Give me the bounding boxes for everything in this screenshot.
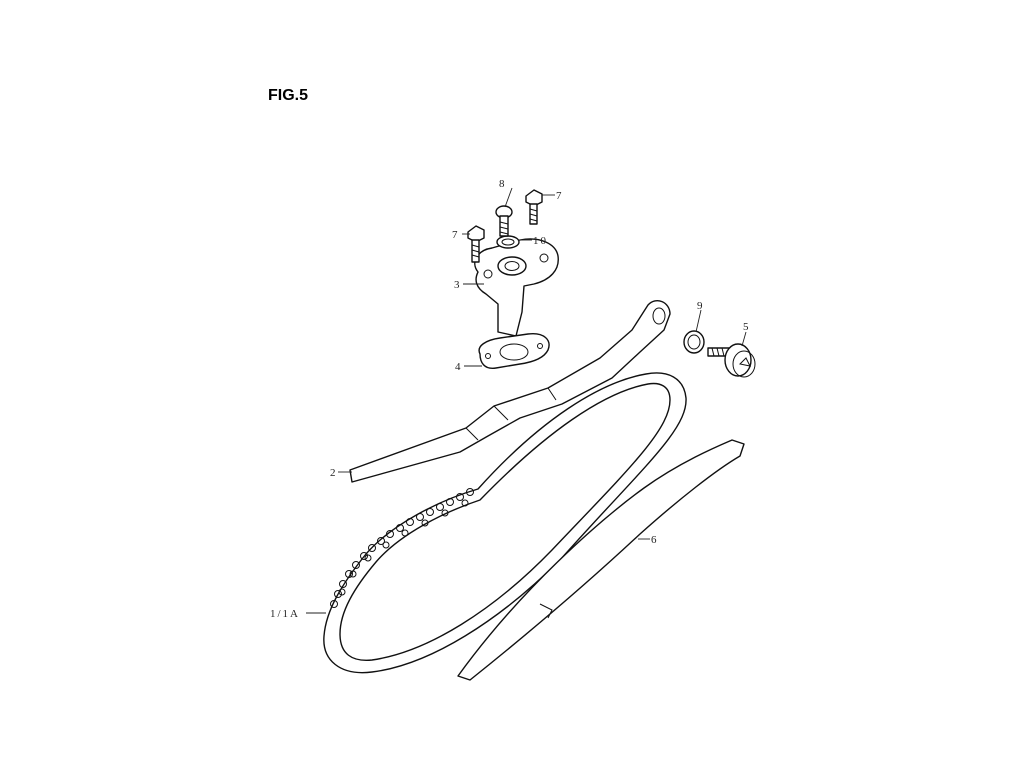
washer	[496, 235, 520, 249]
callout-4: 4	[455, 361, 461, 373]
o-ring	[683, 330, 705, 354]
callout-10: 10	[533, 235, 548, 247]
tensioner-guide	[349, 300, 671, 483]
callout-7-right: 7	[556, 190, 562, 202]
callout-8: 8	[499, 178, 505, 190]
chain-links	[330, 488, 474, 608]
cam-chain	[323, 372, 687, 674]
leader-lines	[306, 187, 747, 614]
callout-5: 5	[743, 321, 749, 333]
bolt-7-left	[467, 225, 485, 263]
callout-1-1a: 1/1A	[270, 608, 300, 620]
callout-3: 3	[454, 279, 460, 291]
figure-title: FIG.5	[268, 87, 309, 104]
gasket	[478, 333, 550, 369]
chain-guide	[457, 439, 745, 681]
bolt-7-right	[525, 189, 543, 225]
sealing-bolt	[707, 343, 756, 378]
tensioner-body	[474, 238, 559, 337]
callout-7-left: 7	[452, 229, 458, 241]
callout-2: 2	[330, 467, 336, 479]
callout-9: 9	[697, 300, 703, 312]
callout-6: 6	[651, 534, 657, 546]
bolt-8	[495, 205, 513, 237]
